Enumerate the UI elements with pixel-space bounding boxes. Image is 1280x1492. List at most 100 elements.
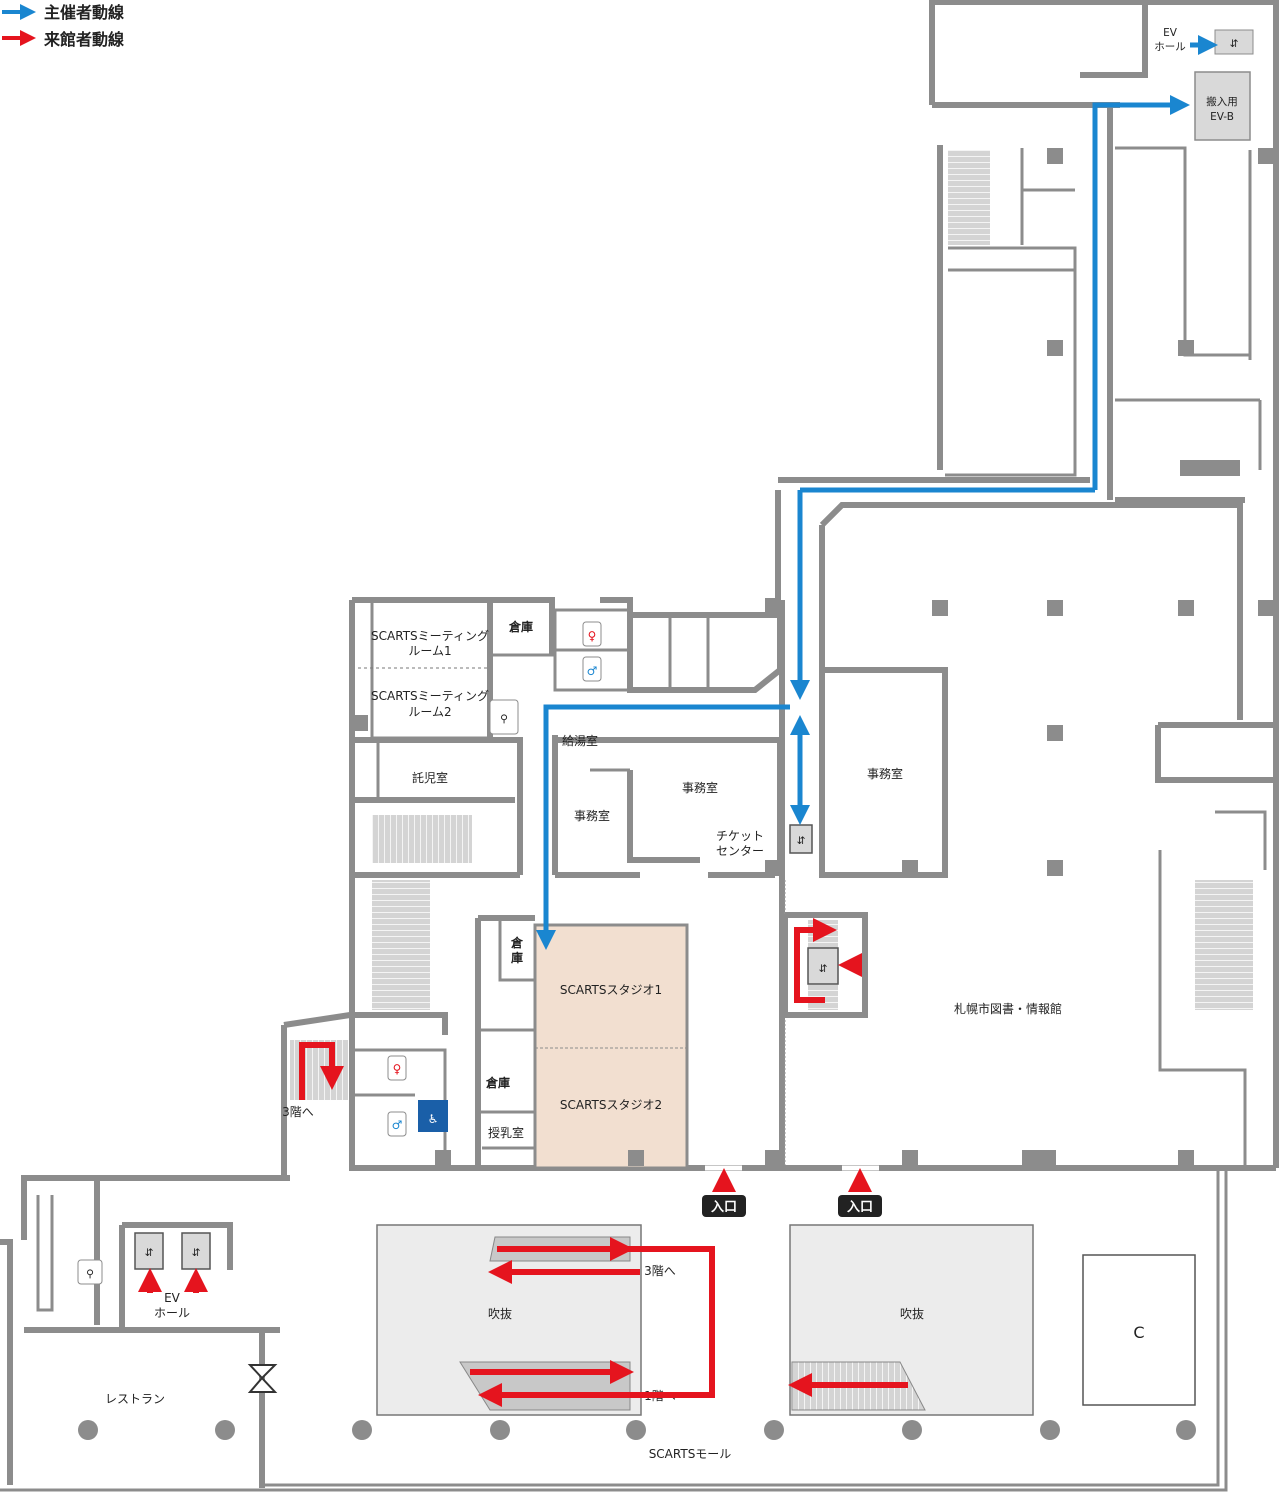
elevator-icon (181, 1232, 211, 1270)
meeting1-label-1: SCARTSミーティング (371, 629, 489, 643)
nursing-label: 授乳室 (488, 1125, 524, 1140)
female-toilet-icon (582, 621, 602, 647)
entrance-label-1: 入口 (711, 1200, 737, 1215)
wall (1158, 850, 1247, 1165)
elevator-icon (807, 947, 839, 985)
toilet-glyph: ⚲ (500, 713, 508, 725)
male-toilet-icon (387, 1111, 407, 1137)
office-right-walls (819, 525, 948, 878)
cargo-ev-label-2: EV-B (1210, 111, 1234, 123)
organizer-route (536, 35, 1218, 950)
wall (352, 1012, 448, 1035)
wall (352, 597, 555, 655)
pillar (435, 1150, 451, 1166)
pillar (1047, 860, 1063, 876)
pillar (1258, 600, 1274, 616)
male-toilet-icon (582, 656, 602, 682)
to-3f-escalator-label: 3階へ (644, 1263, 676, 1278)
atrium-right-label: 吹抜 (900, 1307, 924, 1321)
studio-block (533, 923, 689, 1170)
elevator-glyph: ⇵ (819, 963, 828, 975)
legend-organizer-label: 主催者動線 (44, 3, 124, 22)
mall-label: SCARTSモール (649, 1447, 732, 1461)
wall (945, 246, 1077, 477)
to-3f-stairs-label: 3階へ (282, 1104, 314, 1119)
pillar-round (1176, 1420, 1196, 1440)
entrance-badge-1 (702, 1195, 746, 1217)
stairs-tower (948, 150, 990, 245)
office-right-label: 事務室 (867, 766, 903, 781)
pillar (1047, 340, 1063, 356)
pillar (902, 860, 918, 876)
office-left-label: 事務室 (574, 808, 610, 823)
office-center-label: 事務室 (682, 780, 718, 795)
childcare-label: 託児室 (412, 770, 448, 785)
wall (1180, 460, 1240, 476)
red-stairs-3f (299, 1042, 344, 1100)
red-loop (622, 1246, 715, 1398)
studio1-label: SCARTSスタジオ1 (560, 983, 662, 997)
wall (1080, 2, 1148, 78)
library-label: 札幌市図書・情報館 (954, 1001, 1062, 1016)
wall (36, 1195, 54, 1312)
cargo-ev-label-1: 搬入用 (1206, 95, 1238, 108)
accessible-toilet-icon (418, 1100, 448, 1132)
wall (21, 1175, 290, 1240)
pillar-round (490, 1420, 510, 1440)
wall (349, 600, 448, 1171)
elevator-glyph: ⇵ (797, 835, 806, 847)
pillar (765, 1150, 781, 1166)
tower-interior: 搬入用 EV-B ⇵ EV ホール (945, 27, 1276, 1165)
female-toilet-icon (387, 1055, 407, 1081)
storage-mid-label-2: 庫 (511, 950, 523, 965)
pillar-round (764, 1420, 784, 1440)
blue-route-tower (1092, 95, 1190, 490)
pillar-round (1040, 1420, 1060, 1440)
studio-zone: SCARTSスタジオ1 SCARTSスタジオ2 倉 庫 倉庫 授乳室 (475, 915, 689, 1170)
stairs-left-2 (372, 880, 430, 1010)
pillar (902, 1150, 918, 1166)
ev-hall-bottom-label-2: ホール (154, 1306, 190, 1320)
restaurant-label: レストラン (105, 1392, 165, 1406)
stairs-left-1 (372, 815, 472, 863)
wall (1215, 810, 1267, 870)
block-c-label: C (1133, 1323, 1144, 1342)
pillar (1047, 600, 1063, 616)
meeting2-label-1: SCARTSミーティング (371, 689, 489, 703)
meeting2-label-2: ルーム2 (408, 705, 451, 719)
red-stair-loop (794, 918, 837, 1003)
pillar (1178, 1150, 1194, 1166)
pillar (1258, 148, 1274, 164)
pillar (628, 1150, 644, 1166)
pillar (932, 600, 948, 616)
wall (600, 597, 633, 615)
stairs-right (1195, 880, 1253, 1010)
pillar (1178, 600, 1194, 616)
wall (555, 737, 783, 875)
male-glyph: ♂ (587, 664, 598, 678)
pillar (765, 860, 781, 876)
ticket-label-1: チケット (716, 829, 764, 843)
male-glyph: ♂ (392, 1118, 403, 1132)
female-glyph: ♀ (393, 1062, 402, 1076)
female-glyph: ♀ (588, 629, 597, 643)
revolving-door-icon (247, 1364, 278, 1393)
wall (352, 737, 523, 875)
pillar-round (626, 1420, 646, 1440)
blue-route-studio (536, 704, 790, 950)
wall (262, 1170, 1220, 1487)
wheelchair-glyph: ♿ (428, 1112, 439, 1126)
pillar (1047, 725, 1063, 741)
wall (0, 1170, 1228, 1492)
pillar (1178, 340, 1194, 356)
studio2-label: SCARTSスタジオ2 (560, 1098, 662, 1112)
visitor-route (138, 918, 908, 1407)
elevator-icon (134, 1232, 164, 1270)
ev-hall-top-label-1: EV (1163, 27, 1178, 39)
atrium-left-label: 吹抜 (488, 1307, 512, 1321)
ev-hall-bottom-label-1: EV (164, 1291, 181, 1305)
wall (819, 502, 1240, 528)
wall (627, 770, 700, 863)
wall (0, 1239, 13, 1485)
